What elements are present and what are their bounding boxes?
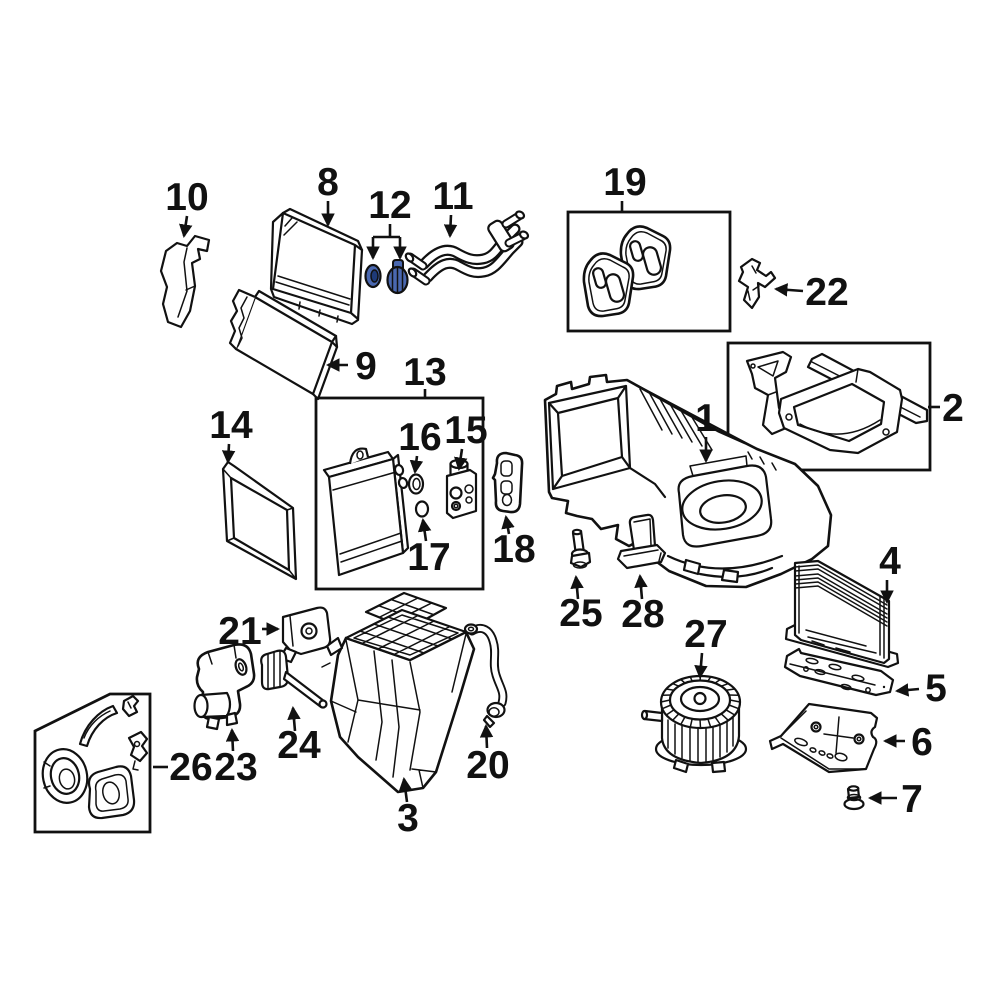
callout-label-27: 27: [684, 613, 727, 656]
part-7-grommet: [843, 785, 865, 811]
callout-arrow: [221, 443, 236, 465]
group-box-26: [33, 692, 152, 834]
callout-label-16: 16: [398, 416, 441, 459]
part-24-shaft: [260, 649, 328, 709]
part-8-core: [269, 207, 364, 326]
part-5-filter-tray: [783, 647, 895, 697]
callout-label-10: 10: [165, 176, 208, 219]
part-25-sensor: [569, 528, 592, 569]
callout-label-23: 23: [214, 746, 257, 789]
part-23-actuator: [193, 643, 256, 731]
fan-fin-tick: [725, 709, 736, 716]
callout-label-9: 9: [355, 345, 377, 388]
part-12-seals: [364, 259, 409, 295]
fan-fin-tick: [707, 718, 712, 728]
part-22-bracket: [737, 257, 777, 310]
callout-label-2: 2: [942, 387, 964, 430]
part-11-pipe-assembly: [404, 210, 530, 286]
callout-label-22: 22: [805, 271, 848, 314]
callout-label-1: 1: [695, 397, 717, 440]
callout-label-20: 20: [466, 744, 509, 787]
callout-label-13: 13: [403, 351, 446, 394]
callout-arrow: [501, 515, 515, 535]
callout-label-11: 11: [432, 175, 473, 218]
fan-fin-tick: [661, 704, 672, 710]
group-box-13: [314, 396, 485, 591]
part-16-oring: [407, 473, 425, 495]
fan-fin-tick: [660, 699, 671, 703]
callout-arrow: [225, 727, 240, 752]
part-18-seal: [491, 451, 524, 514]
fan-fin-tick: [729, 699, 741, 703]
part-28-bracket: [616, 513, 667, 570]
callout-arrow: [694, 652, 708, 680]
callout-arrow: [773, 283, 804, 297]
callout-arrow: [570, 574, 584, 600]
fan-fin-tick: [725, 688, 736, 692]
callout-label-25: 25: [559, 592, 602, 635]
part-20-drain-tube: [463, 623, 508, 729]
fan-fin-tick: [689, 718, 693, 728]
part-6-cover-plate: [768, 702, 879, 774]
callout-arrow: [443, 214, 458, 239]
callout-label-14: 14: [209, 404, 253, 447]
part-10-bracket: [159, 234, 211, 329]
callout-label-5: 5: [925, 667, 947, 710]
callout-label-12: 12: [368, 184, 411, 227]
callout-label-21: 21: [218, 610, 261, 653]
part-17-oring: [414, 500, 430, 518]
callout-arrow: [479, 723, 494, 749]
callout-label-19: 19: [603, 161, 646, 204]
part-1-hvac-housing: [543, 373, 833, 589]
fan-fin-tick: [728, 704, 740, 710]
group-box-2: [726, 341, 932, 472]
callout-arrow: [409, 455, 424, 475]
fan-fin-tick: [665, 709, 675, 716]
callout-label-18: 18: [492, 528, 535, 571]
fan-fin-tick: [714, 716, 722, 726]
fan-fin-tick: [680, 716, 686, 726]
part-9-core: [228, 288, 339, 401]
callout-label-6: 6: [911, 721, 933, 764]
callout-label-26: 26: [169, 746, 212, 789]
callout-arrow: [417, 517, 432, 542]
callout-label-24: 24: [277, 724, 321, 767]
callout-label-15: 15: [444, 409, 487, 452]
callout-label-7: 7: [901, 778, 923, 821]
callout-label-4: 4: [879, 540, 901, 583]
callout-arrow: [179, 215, 193, 239]
callout-label-17: 17: [407, 536, 450, 579]
part-27-blower-motor: [640, 674, 748, 774]
callout-arrow: [634, 573, 648, 600]
callout-label-8: 8: [317, 161, 339, 204]
fan-fin-tick: [671, 713, 680, 722]
part-4-cabin-filter: [784, 559, 900, 669]
fan-fin-tick: [699, 718, 702, 729]
callout-arrow: [894, 683, 920, 697]
part-3-distribution-housing: [321, 591, 476, 794]
callout-arrow: [454, 448, 468, 472]
fan-fin-tick: [720, 713, 730, 722]
group-box-19: [566, 210, 732, 333]
callout-label-28: 28: [621, 593, 664, 636]
callout-label-3: 3: [397, 797, 419, 840]
callout-arrow: [398, 776, 413, 803]
callout-arrow: [287, 705, 301, 732]
